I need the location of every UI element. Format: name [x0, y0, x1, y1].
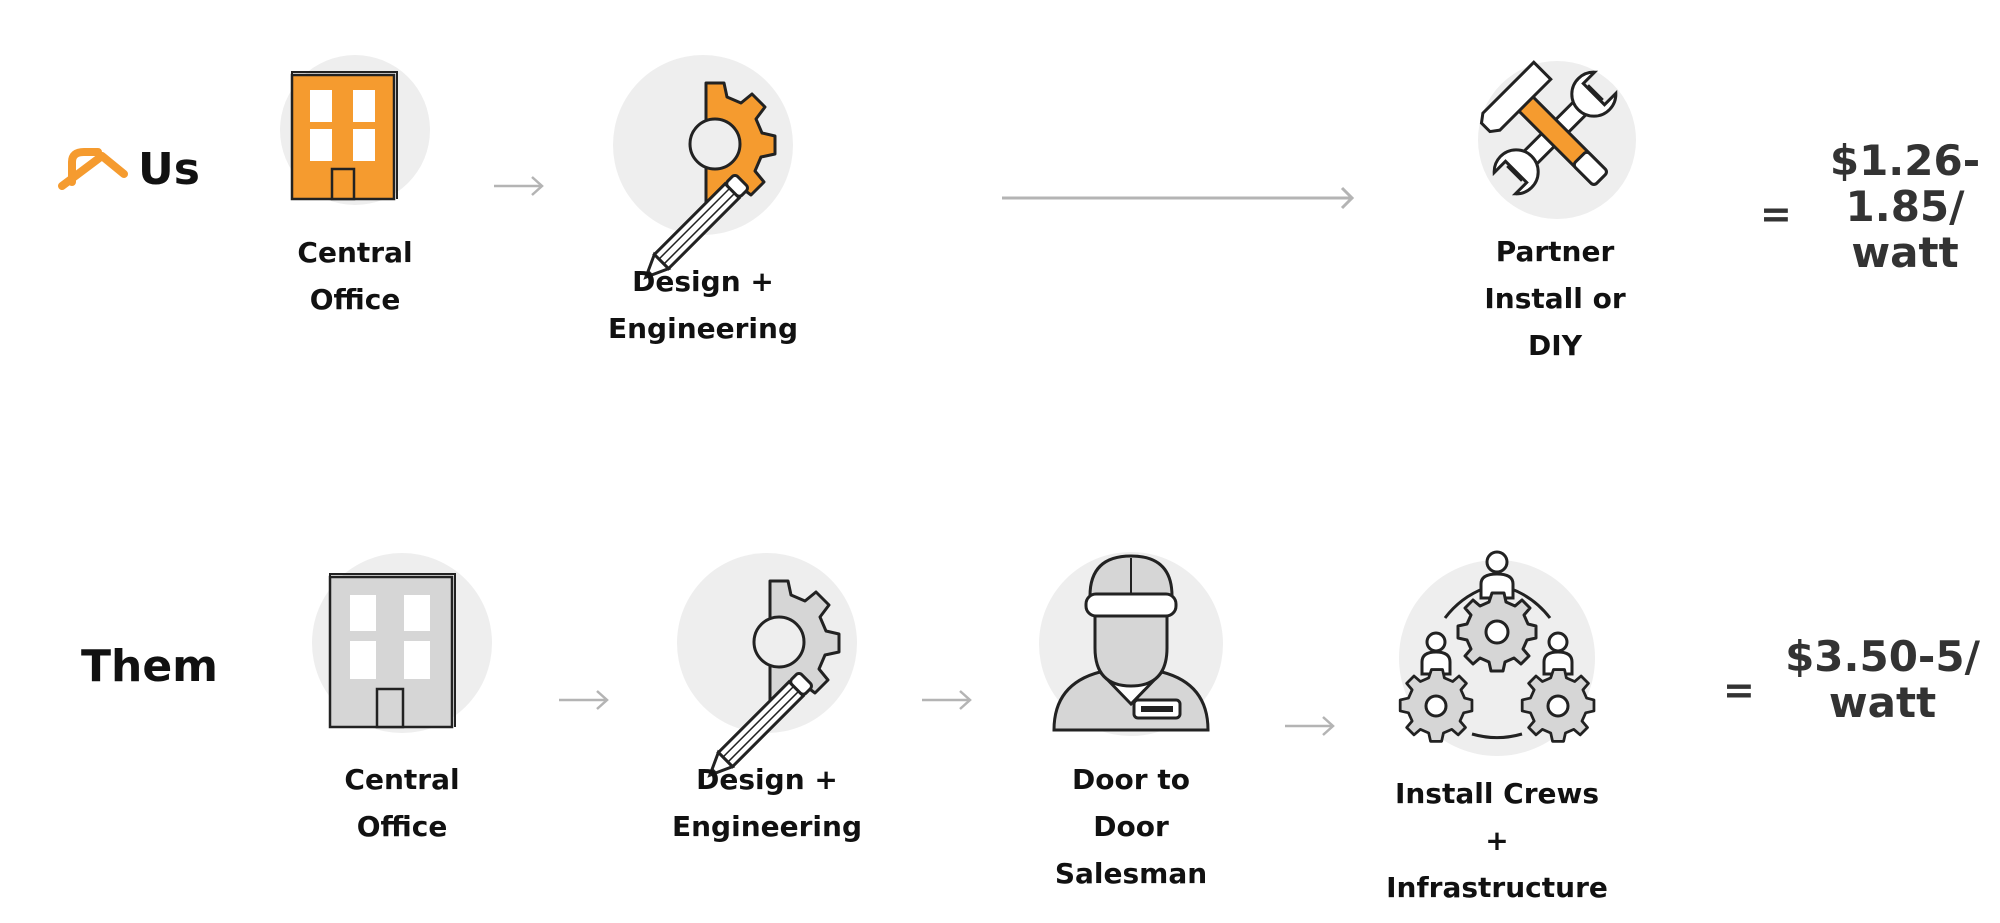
them-building-icon [312, 553, 492, 733]
arrow-icon [922, 690, 972, 710]
them-install-crews-label: Install Crews+Infrastructure [1386, 777, 1608, 904]
them-price-per-watt: $3.50-5/watt [1785, 632, 1980, 727]
company-logo-icon [58, 148, 128, 190]
arrow-icon [559, 690, 609, 710]
arrow-icon [1285, 716, 1335, 736]
them-equals-sign: = [1723, 668, 1755, 712]
us-equals-sign: = [1760, 192, 1792, 236]
us-price-per-watt: $1.26-1.85/watt [1829, 136, 1981, 277]
us-building-icon [280, 55, 430, 205]
arrow-icon [494, 176, 544, 196]
them-pencil-gear-icon [677, 553, 857, 778]
us-design-engineering-label: Design +Engineering [608, 265, 798, 345]
salesman-icon [1039, 552, 1223, 736]
row-label-them: Them [81, 641, 219, 692]
them-design-engineering-label: Design +Engineering [672, 763, 862, 843]
long-arrow-icon [1002, 186, 1355, 210]
us-pencil-gear-icon [613, 55, 793, 280]
crew-gears-icon [1398, 550, 1596, 756]
hammer-wrench-icon [1478, 60, 1636, 219]
row-label-us: Us [138, 144, 200, 195]
